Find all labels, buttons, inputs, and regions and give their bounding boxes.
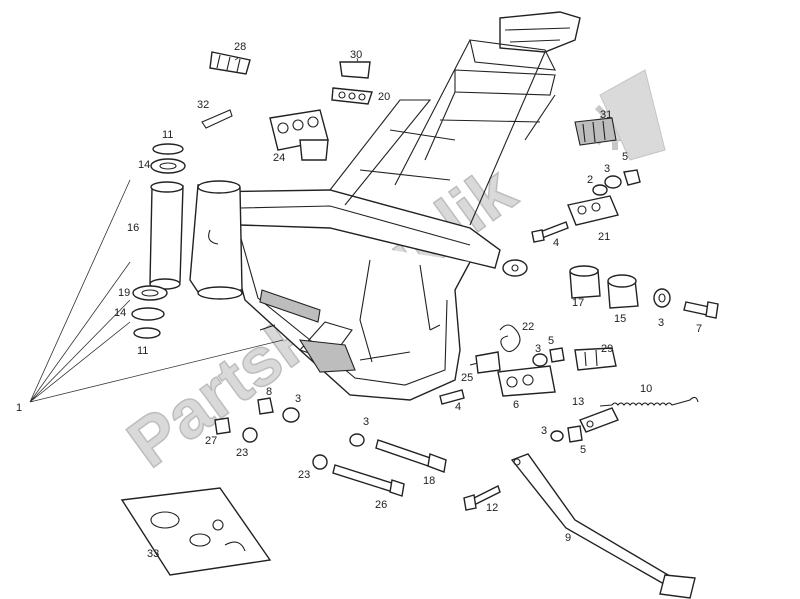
callout-25: 25 (461, 372, 473, 384)
callout-31: 31 (600, 109, 612, 121)
bolts-18-26 (312, 433, 447, 497)
callout-14-top: 14 (138, 159, 150, 171)
callout-1: 1 (16, 402, 22, 414)
callout-6: 6 (513, 399, 519, 411)
callout-29: 29 (601, 343, 613, 355)
callout-23-center: 23 (298, 469, 310, 481)
callout-leaders (29, 57, 359, 403)
callout-24: 24 (273, 152, 285, 164)
callout-3-right: 3 (658, 317, 664, 329)
footpeg-21 (567, 195, 619, 226)
callout-21: 21 (598, 231, 610, 243)
callout-27: 27 (205, 435, 217, 447)
callout-14-bottom: 14 (114, 307, 126, 319)
bolt-12 (463, 485, 501, 511)
footrest-bracket-28 (209, 51, 251, 75)
callout-18: 18 (423, 475, 435, 487)
callout-20: 20 (378, 91, 390, 103)
callout-17: 17 (572, 297, 584, 309)
footpeg-24 (269, 109, 329, 161)
footpeg-6 (497, 365, 556, 397)
side-stand-9 (510, 453, 696, 599)
callout-13: 13 (572, 396, 584, 408)
callout-labels: 28 30 20 32 24 11 14 16 19 14 11 1 31 2 … (16, 41, 702, 560)
kit-33 (120, 487, 272, 576)
footpeg-30-20 (331, 61, 373, 105)
spring-10 (599, 396, 699, 407)
footpeg-29 (574, 347, 617, 371)
washer-nut-3-5 (532, 347, 565, 367)
callout-12: 12 (486, 502, 498, 514)
spring-22 (499, 324, 521, 353)
callout-3-lower: 3 (541, 425, 547, 437)
callout-10: 10 (640, 383, 652, 395)
steering-bearing-set (131, 143, 186, 339)
bolt-4b (439, 389, 465, 405)
callout-5-mid: 5 (548, 335, 554, 347)
bushings-17-15-3 (569, 265, 671, 309)
callout-11-top: 11 (162, 129, 173, 141)
frame (189, 11, 581, 401)
callout-32: 32 (197, 99, 209, 111)
callout-28: 28 (234, 41, 246, 53)
washers-2-3-5 (592, 169, 641, 196)
callout-3-left: 3 (295, 393, 301, 405)
stand-plate-13 (579, 407, 619, 433)
callout-23-left: 23 (236, 447, 248, 459)
callout-4-lower: 4 (455, 401, 461, 413)
callout-19: 19 (118, 287, 130, 299)
callout-5-lower: 5 (580, 444, 586, 456)
callout-30: 30 (350, 49, 362, 61)
bushing-25 (475, 351, 501, 374)
washer-nut-3-5b (550, 425, 583, 443)
callout-7: 7 (696, 323, 702, 335)
bolt-7 (683, 301, 719, 319)
callout-3-upper: 3 (604, 163, 610, 175)
callout-5-upper: 5 (622, 151, 628, 163)
callout-22: 22 (522, 321, 534, 333)
callout-16: 16 (127, 222, 139, 234)
nut-washer-8-3-27-23 (214, 397, 300, 443)
bolt-4a (531, 221, 569, 243)
callout-3-mid: 3 (535, 343, 541, 355)
clip-32 (201, 109, 233, 129)
callout-9: 9 (565, 532, 571, 544)
watermark-gear-icon (590, 69, 666, 161)
callout-33: 33 (147, 548, 159, 560)
callout-26: 26 (375, 499, 387, 511)
callout-4-upper: 4 (553, 237, 559, 249)
callout-8: 8 (266, 386, 272, 398)
callout-11-bottom: 11 (137, 345, 148, 357)
callout-15: 15 (614, 313, 626, 325)
callout-3-center: 3 (363, 416, 369, 428)
footpeg-31 (574, 117, 617, 146)
callout-2: 2 (587, 174, 593, 186)
